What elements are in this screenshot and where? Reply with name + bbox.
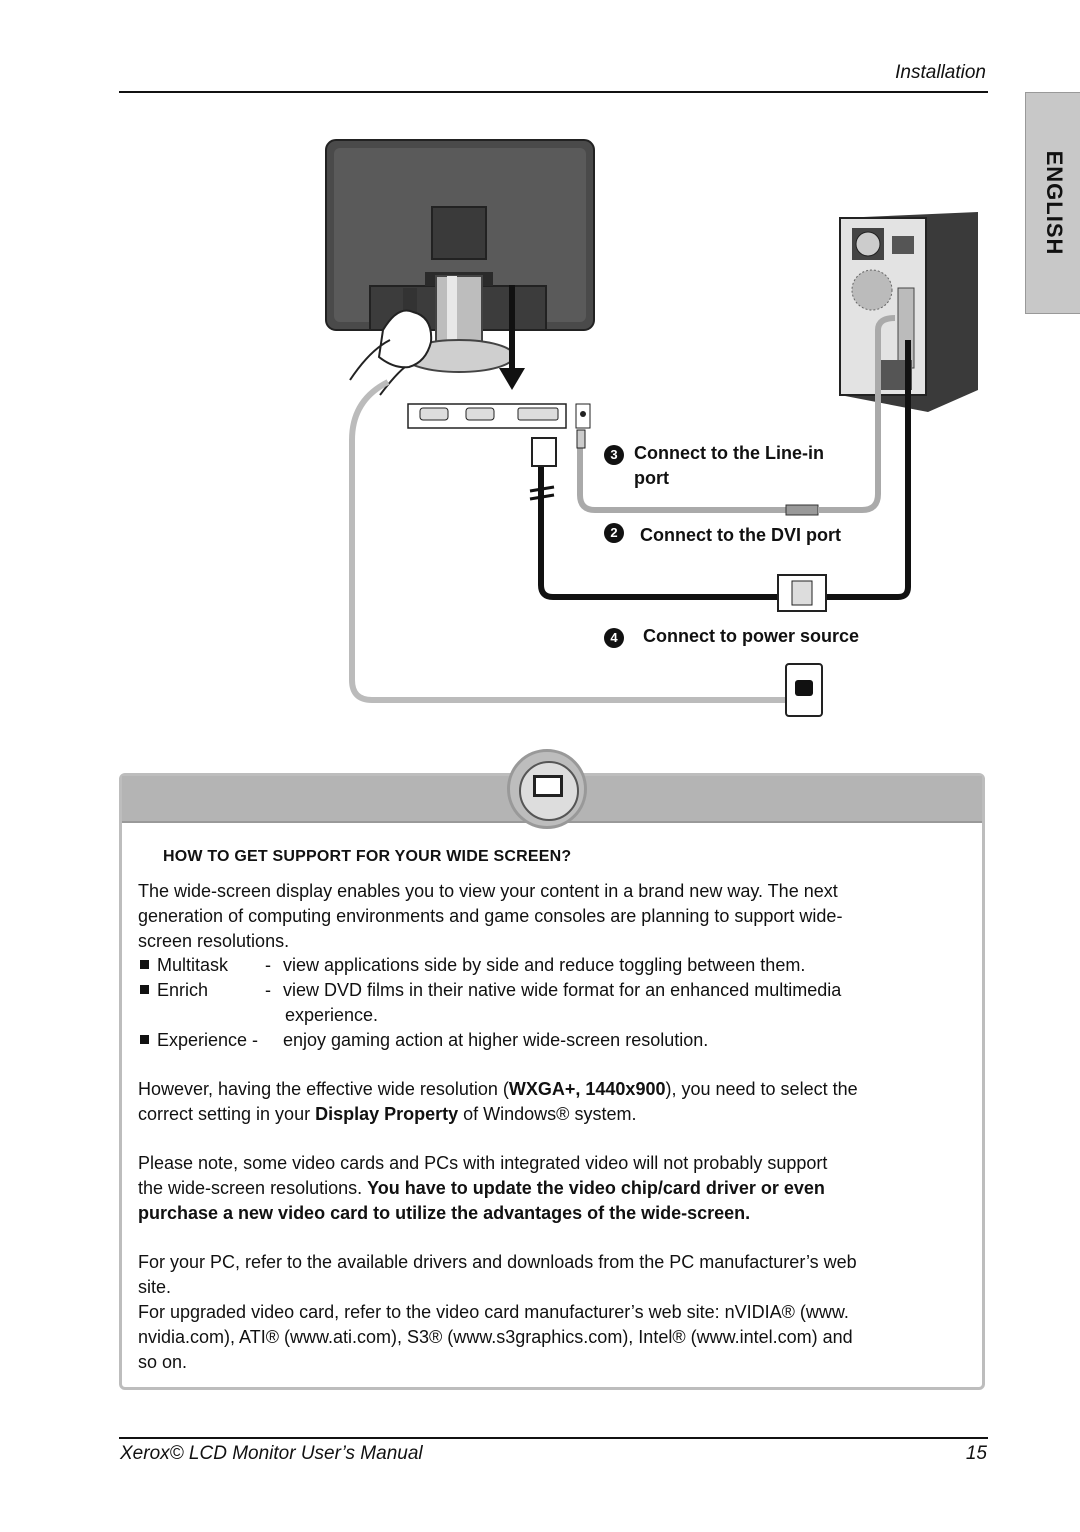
- connection-diagram: [325, 139, 978, 717]
- step-label-power: Connect to power source: [643, 626, 860, 646]
- bullet-multitask: Multitask-view applications side by side…: [140, 953, 805, 978]
- hand-plug-illustration: [349, 288, 433, 396]
- widescreen-icon: [507, 749, 587, 829]
- connector-panel: [407, 403, 591, 429]
- footer-rule: [119, 1437, 988, 1439]
- bullet-square: [140, 960, 149, 969]
- manual-title: Xerox© LCD Monitor User’s Manual: [120, 1443, 423, 1464]
- monitor-back-illustration: [325, 139, 595, 373]
- intro-paragraph: The wide-screen display enables you to v…: [138, 881, 843, 951]
- section-title: Installation: [895, 62, 986, 83]
- resolution-paragraph: However, having the effective wide resol…: [138, 1079, 858, 1124]
- step-label-line-in-1: Connect to the Line-in: [634, 443, 824, 463]
- step-label-line-in: Connect to the Line-in port: [634, 441, 824, 491]
- step-badge-3: 3: [604, 445, 624, 465]
- bullet-enrich: Enrich-view DVD films in their native wi…: [140, 978, 841, 1003]
- bullet-square: [140, 985, 149, 994]
- support-box-title: HOW TO GET SUPPORT FOR YOUR WIDE SCREEN?: [163, 848, 572, 865]
- bullet-enrich-continuation: experience.: [285, 1005, 379, 1025]
- language-tab: ENGLISH: [1025, 92, 1080, 314]
- page-number: 15: [965, 1443, 987, 1464]
- step-label-line-in-2: port: [634, 468, 669, 488]
- support-info-box: [119, 749, 985, 1390]
- header-rule: [119, 91, 988, 93]
- drivers-paragraph: For your PC, refer to the available driv…: [138, 1252, 857, 1372]
- bullet-square: [140, 1035, 149, 1044]
- step-badge-4: 4: [604, 628, 624, 648]
- step-badge-2: 2: [604, 523, 624, 543]
- bullet-experience: Experience -enjoy gaming action at highe…: [140, 1028, 708, 1053]
- step-label-dvi: Connect to the DVI port: [640, 525, 841, 545]
- video-card-note: Please note, some video cards and PCs wi…: [138, 1153, 828, 1223]
